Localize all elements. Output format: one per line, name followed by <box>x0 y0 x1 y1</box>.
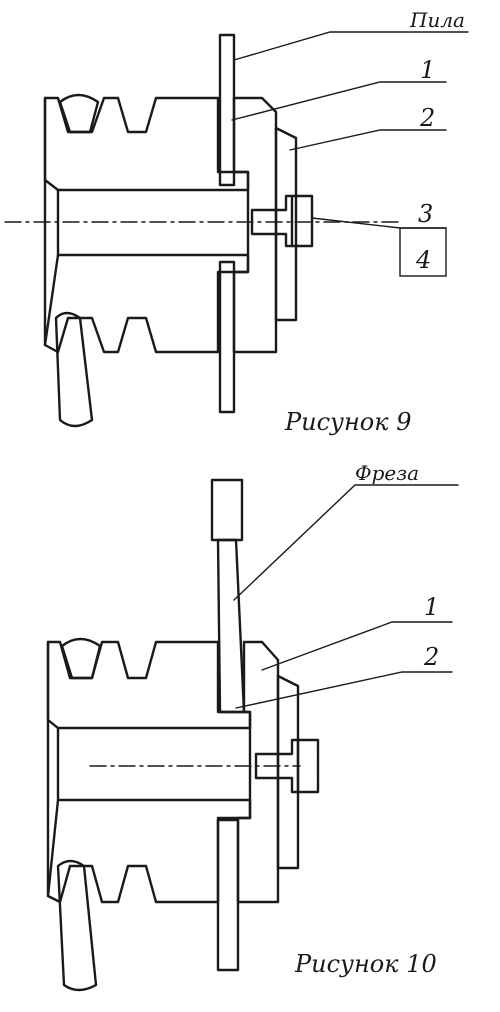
belt-section-10 <box>60 637 102 680</box>
flange-1-10 <box>236 640 280 904</box>
drive-belt-10 <box>56 859 98 992</box>
saw-blade-upper <box>218 33 236 187</box>
part-label-2: 2 <box>419 104 435 132</box>
leader-freza <box>233 484 459 601</box>
figure-9-caption: Рисунок 9 <box>284 408 411 436</box>
part-label-3: 3 <box>418 200 433 228</box>
part-label-1: 1 <box>420 56 435 84</box>
part-label-2-10: 2 <box>423 643 439 671</box>
cutter-shank <box>210 478 244 542</box>
leader-pila <box>233 31 469 61</box>
pulley-lower-10 <box>46 798 252 904</box>
tool-label-cutter: Фреза <box>355 461 419 485</box>
drive-belt <box>54 311 94 428</box>
part-label-1-10: 1 <box>424 593 439 621</box>
bolt-10 <box>254 738 320 794</box>
figure-10-caption: Рисунок 10 <box>294 950 437 978</box>
belt-section <box>58 93 100 134</box>
part-label-4: 4 <box>415 246 431 274</box>
saw-blade-lower <box>218 260 236 414</box>
pulley-upper <box>43 96 250 192</box>
bolt-3 <box>250 194 314 248</box>
leader-2-fig9 <box>289 129 447 151</box>
leader-1-fig10 <box>261 621 453 671</box>
tool-label-saw: Пила <box>409 8 465 32</box>
cutter-blade <box>216 538 246 714</box>
leader-1-fig9 <box>231 81 447 121</box>
figure-10: Фреза 1 2 Рисунок 10 <box>46 461 459 992</box>
leader-2-fig10 <box>235 671 453 709</box>
clamp-2 <box>274 126 298 322</box>
box-4 <box>399 227 447 277</box>
flange-1 <box>232 96 278 354</box>
clamp-2-10 <box>276 674 300 870</box>
pulley-lower <box>43 253 250 354</box>
cutter-lower <box>216 818 240 972</box>
figure-9: Пила 1 2 3 4 Рисунок 9 <box>4 8 469 436</box>
